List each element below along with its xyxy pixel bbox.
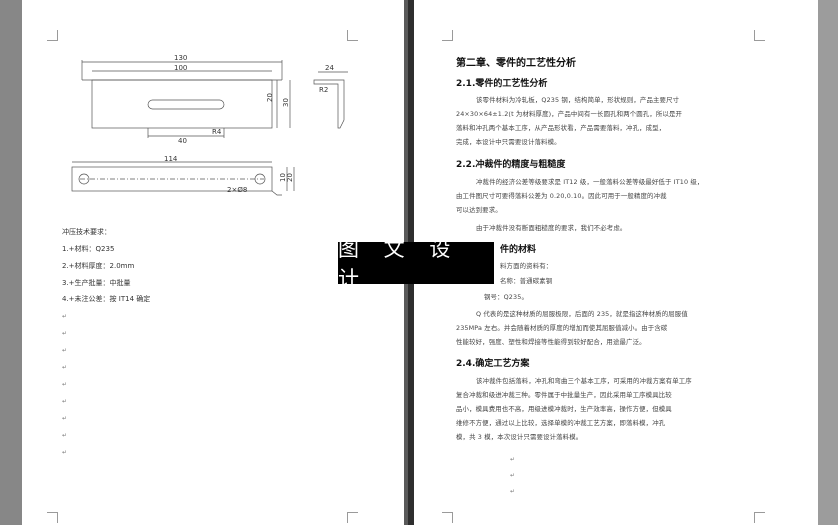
part-drawing-top: 130 100 24 20 30 40 R4 R2 <box>81 54 348 145</box>
requirement-item: 3.+生产批量：中批量 <box>62 279 131 287</box>
body-line: 名称：普通碳素钢 <box>500 277 553 285</box>
scrollbar-track[interactable] <box>818 0 838 525</box>
dim-100: 100 <box>174 64 187 72</box>
dim-r4: R4 <box>212 128 222 136</box>
margin-mark-top-left <box>47 30 58 41</box>
dim-24: 24 <box>325 64 334 72</box>
requirement-item: 1.+材料：Q235 <box>62 245 115 253</box>
dim-r2: R2 <box>319 86 328 94</box>
body-line: 完成，本设计中只需要设计落料模。 <box>456 138 561 146</box>
section-title-2-4: 2.4.确定工艺方案 <box>456 359 530 369</box>
paragraph-mark: ↵ <box>62 449 68 456</box>
body-line: 品小，模具费用也不高，用级进模冲裁时，生产效率高，操作方便，但模具 <box>456 405 672 413</box>
watermark-banner: 图 文 设 计 <box>338 237 494 291</box>
paragraph-mark: ↵ <box>62 364 68 371</box>
dim-30: 30 <box>282 98 290 107</box>
paragraph-mark: ↵ <box>510 472 516 479</box>
body-line: 由工件图尺寸可要得落料公差为 0.20,0.10。因此可用于一般精度的冲裁 <box>456 192 667 200</box>
margin-mark-bottom-right <box>347 512 358 523</box>
requirement-item: 4.+未注公差：按 IT14 确定 <box>62 295 151 303</box>
dim-20: 20 <box>266 93 274 102</box>
paragraph-mark: ↵ <box>62 398 68 405</box>
margin-mark-bottom-left <box>47 512 58 523</box>
body-line: 该零件材料为冷轧板，Q235 钢，结构简单，形状规则，产品主要尺寸 <box>476 96 680 104</box>
margin-mark-top-right <box>754 30 765 41</box>
body-line: 235MPa 左右。并会随着材质的厚度的增加而使其屈服值减小。由于含碳 <box>456 324 668 332</box>
body-line: 该冲裁件包括落料，冲孔和弯曲三个基本工序，可采用的冲裁方案有单工序 <box>476 377 692 385</box>
paragraph-mark: ↵ <box>62 415 68 422</box>
margin-mark-top-left <box>442 30 453 41</box>
body-line: Q 代表的是这种材质的屈服极限，后面的 235，就是指这种材质的屈服值 <box>476 310 688 318</box>
body-line: 由于冲裁件没有断面粗糙度的要求，我们不必考虑。 <box>476 224 627 232</box>
dim-2xd8: 2×Ø8 <box>227 186 247 194</box>
dim-114: 114 <box>164 155 178 163</box>
body-line: 24×30×64±1.2(t 为材料厚度)，产品中间有一长圆孔和两个圆孔，所以是… <box>456 110 683 118</box>
paragraph-mark: ↵ <box>510 456 516 463</box>
body-line: 钢号：Q235。 <box>484 293 528 301</box>
requirement-item: 2.+材料厚度：2.0mm <box>62 262 135 270</box>
body-line: 模，共 3 模，本次设计只需要设计落料模。 <box>456 433 583 441</box>
body-line: 冲裁件的经济公差等级要求是 IT12 级，一般落料公差等级最好低于 IT10 级… <box>476 178 704 186</box>
dim-130: 130 <box>174 54 187 62</box>
requirements-title: 冲压技术要求： <box>62 228 111 236</box>
paragraph-mark: ↵ <box>62 432 68 439</box>
paragraph-mark: ↵ <box>62 330 68 337</box>
body-line: 料方面的资料有： <box>500 262 553 270</box>
body-line: 复合冲裁和级进冲裁三种。零件属于中批量生产，因此采用单工序模具比较 <box>456 391 672 399</box>
section-title-2-2: 2.2.冲裁件的精度与粗糙度 <box>456 160 566 170</box>
body-line: 落料和冲孔两个基本工序，从产品形状看，产品需要落料，冲孔，成型， <box>456 124 666 132</box>
section-title-2-3: 件的材料 <box>500 245 537 255</box>
section-title-2-1: 2.1.零件的工艺性分析 <box>456 79 548 89</box>
dim-10: 10 <box>279 173 287 182</box>
body-line: 可以达到要求。 <box>456 206 502 214</box>
paragraph-mark: ↵ <box>510 488 516 495</box>
paragraph-mark: ↵ <box>62 313 68 320</box>
dim-20b: 20 <box>286 173 294 182</box>
part-drawing-bottom: 114 10 20 2×Ø8 <box>71 155 295 196</box>
margin-mark-top-right <box>347 30 358 41</box>
chapter-title: 第二章、零件的工艺性分析 <box>456 58 576 69</box>
margin-mark-bottom-left <box>442 512 453 523</box>
body-line: 性能较好，强度、塑性和焊接等性能得到较好配合，用途最广泛。 <box>456 338 646 346</box>
dim-40: 40 <box>178 137 187 145</box>
paragraph-mark: ↵ <box>62 381 68 388</box>
body-line: 维修不方便，通过以上比较，选择单模的冲裁工艺方案，即落料模，冲孔 <box>456 419 666 427</box>
margin-mark-bottom-right <box>754 512 765 523</box>
paragraph-mark: ↵ <box>62 347 68 354</box>
